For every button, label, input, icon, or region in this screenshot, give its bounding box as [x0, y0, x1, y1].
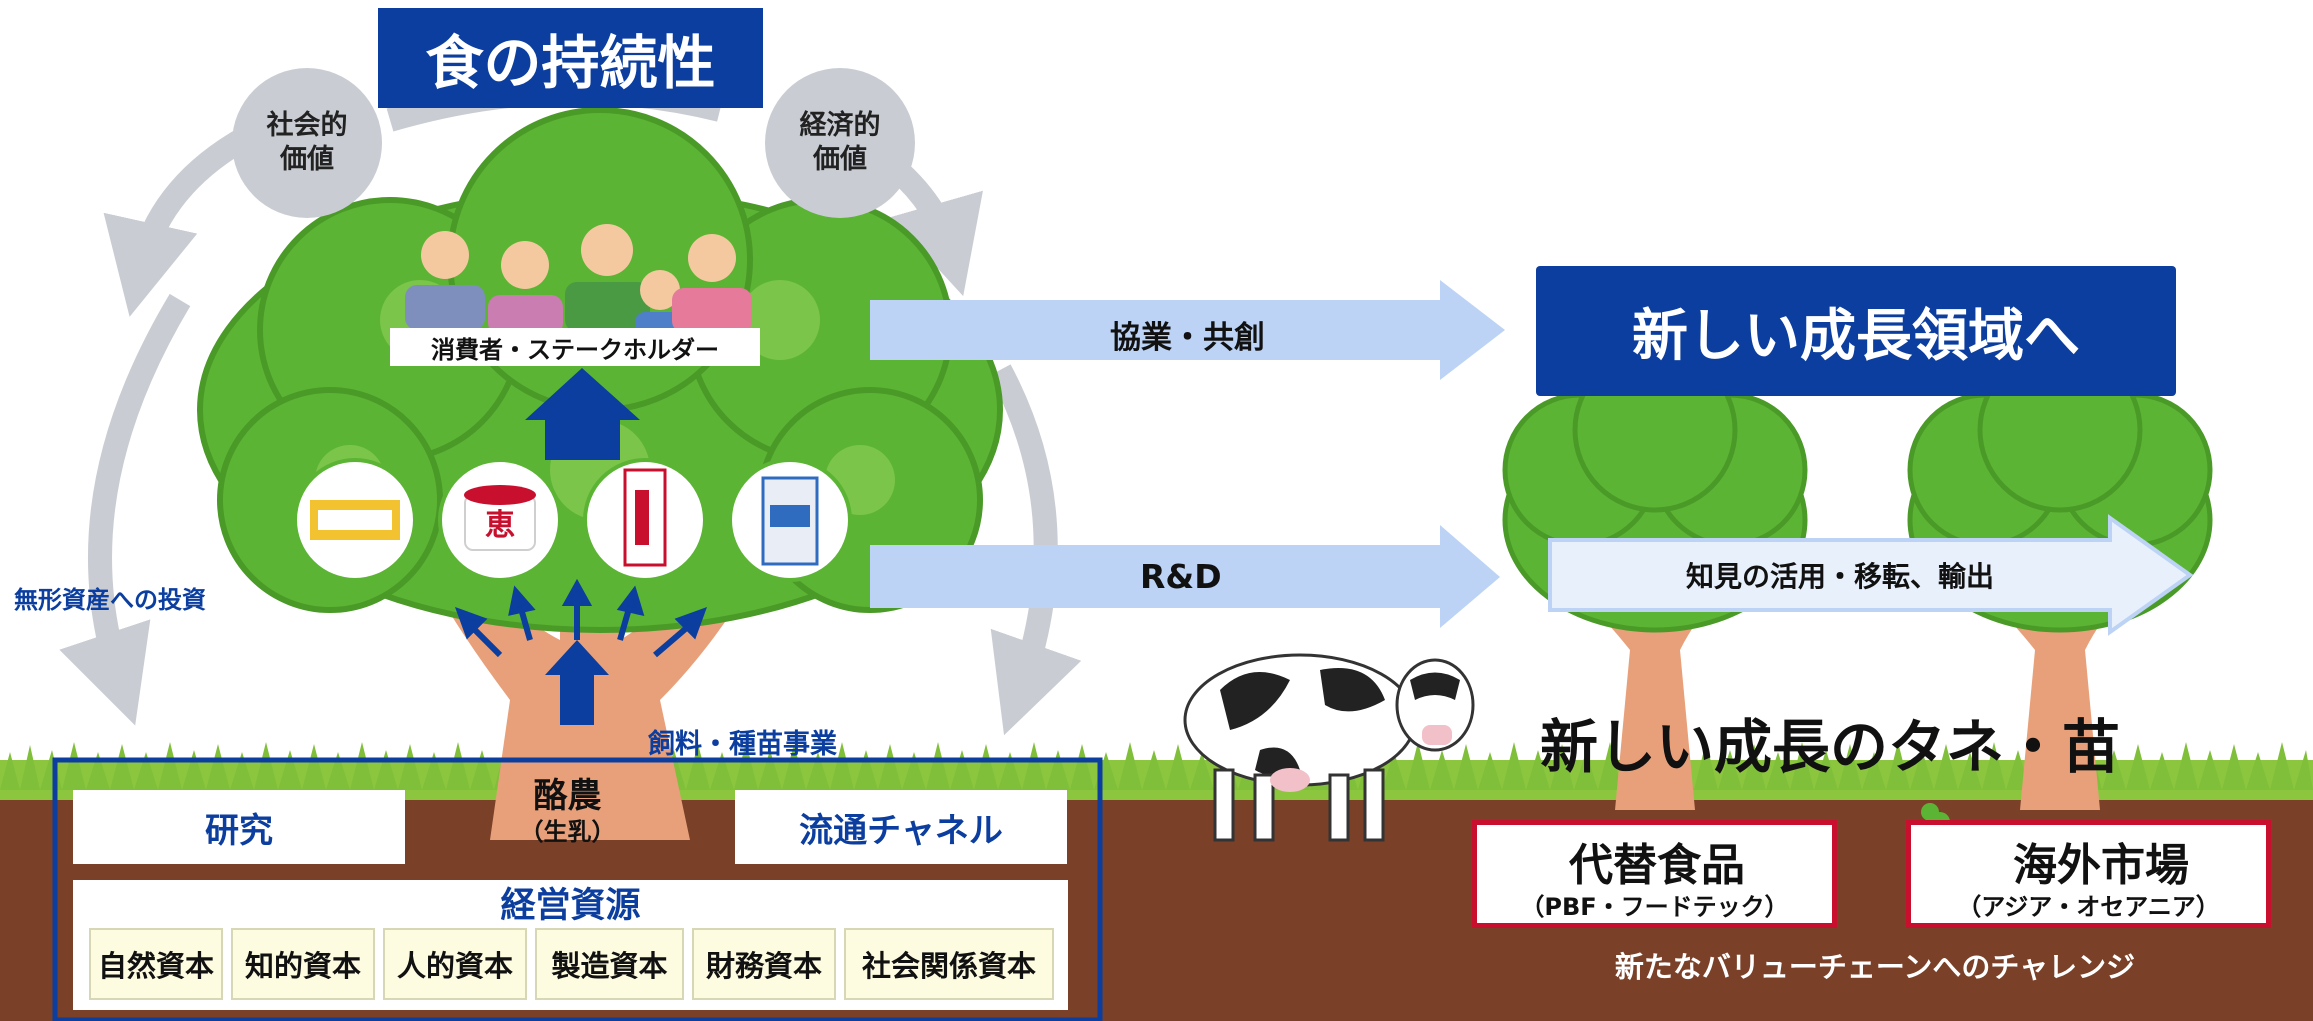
overseas-market-box: 海外市場 （アジア・オセアニア） — [1906, 820, 2271, 928]
page-title: 食の持続性 — [378, 8, 763, 108]
raw-milk-label: （生乳） — [519, 817, 616, 846]
social-value-circle: 社会的 価値 — [232, 68, 382, 218]
product-yogurt-label: 恵 — [485, 508, 515, 543]
capital-intellectual: 知的資本 — [231, 928, 375, 1000]
management-resources-title: 経営資源 — [500, 885, 641, 926]
overseas-market-subtitle: （アジア・オセアニア） — [1957, 892, 2220, 921]
management-resources-frame — [52, 757, 1103, 1021]
research-box: 研究 — [73, 790, 405, 864]
knowledge-transfer-arrow — [1548, 514, 2194, 636]
capital-social-relationship: 社会関係資本 — [844, 928, 1054, 1000]
management-resources-panel: 経営資源 自然資本 知的資本 人的資本 製造資本 財務資本 社会関係資本 — [73, 880, 1068, 1010]
dairy-label: 酪農 — [533, 775, 602, 816]
product-yogurt: 恵 — [464, 485, 536, 551]
stakeholders-label: 消費者・ステークホルダー — [390, 328, 760, 366]
alternative-food-subtitle: （PBF・フードテック） — [1520, 892, 1789, 921]
collaboration-arrow — [870, 280, 1505, 380]
alternative-food-box: 代替食品 （PBF・フードテック） — [1472, 820, 1837, 928]
product-butter — [310, 500, 400, 540]
capital-human: 人的資本 — [383, 928, 527, 1000]
intangible-investment-label: 無形資産への投資 — [14, 586, 206, 614]
collaboration-label: 協業・共創 — [1110, 320, 1265, 356]
growth-arrows — [525, 368, 640, 725]
rnd-arrow — [870, 525, 1500, 628]
feed-business-label: 飼料・種苗事業 — [648, 729, 837, 760]
new-growth-area-title: 新しい成長領域へ — [1536, 266, 2176, 396]
capital-financial: 財務資本 — [692, 928, 836, 1000]
cow — [1183, 653, 1475, 842]
capital-natural: 自然資本 — [89, 928, 223, 1000]
rnd-label: R&D — [1140, 557, 1222, 596]
branch-arrows — [454, 578, 708, 658]
people-group — [405, 224, 752, 340]
product-cheese — [761, 476, 819, 566]
alternative-food-title: 代替食品 — [1569, 840, 1745, 891]
value-chain-challenge-label: 新たなバリューチェーンへのチャレンジ — [1614, 950, 2136, 984]
capital-manufactured: 製造資本 — [535, 928, 684, 1000]
product-milk — [623, 468, 667, 567]
economic-value-circle: 経済的 価値 — [765, 68, 915, 218]
distribution-channel-box: 流通チャネル — [735, 790, 1067, 864]
new-growth-seeds-label: 新しい成長のタネ・苗 — [1540, 713, 2121, 781]
overseas-market-title: 海外市場 — [2013, 840, 2189, 891]
knowledge-transfer-label: 知見の活用・移転、輸出 — [1685, 560, 1994, 593]
